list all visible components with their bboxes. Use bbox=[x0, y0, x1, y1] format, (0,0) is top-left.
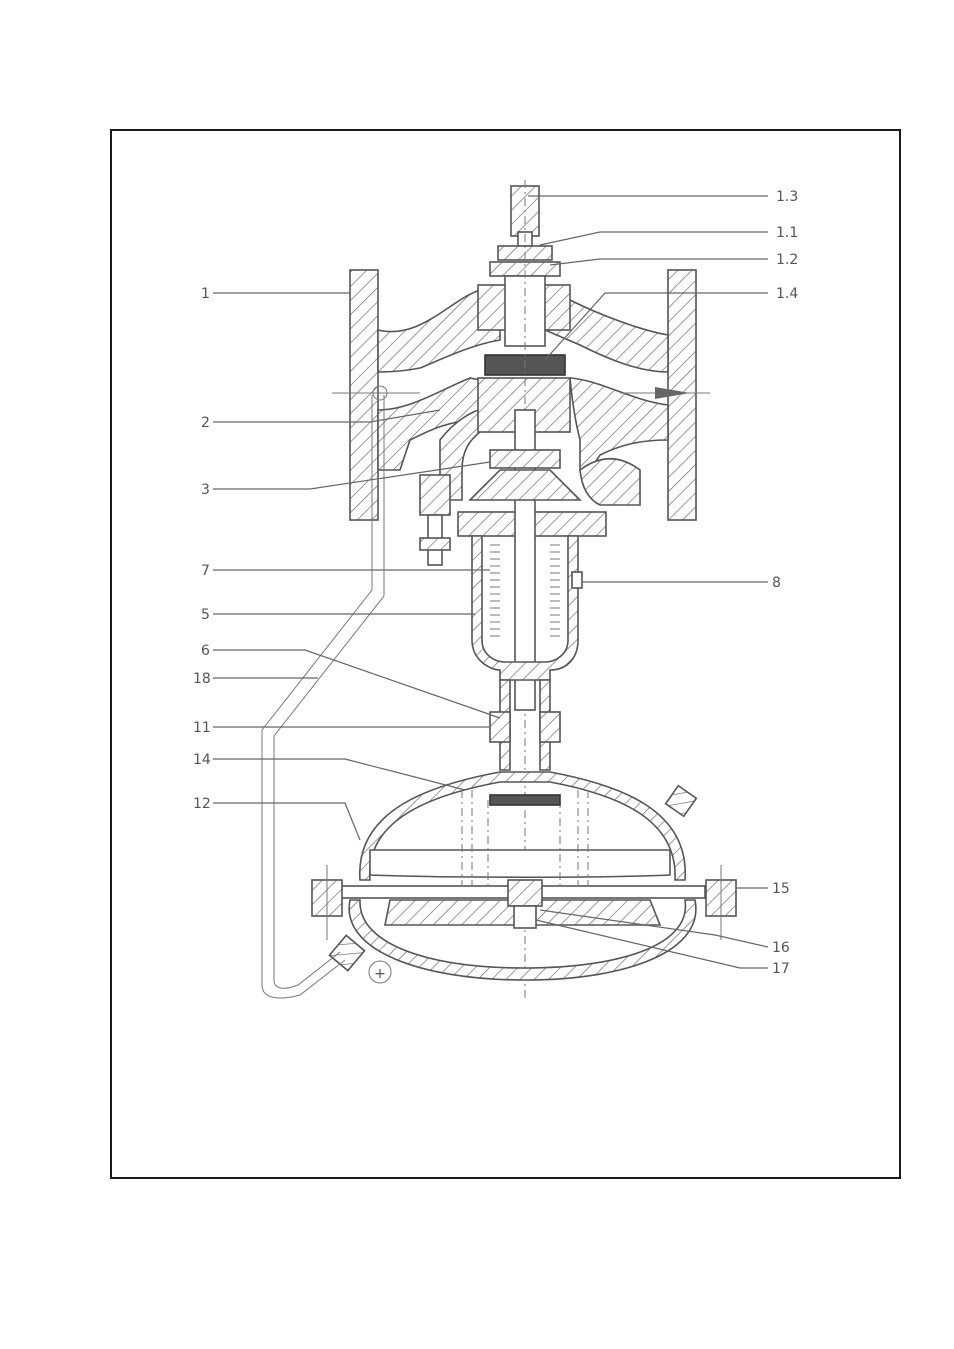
label-1-1: 1.1 bbox=[776, 225, 798, 241]
label-6: 6 bbox=[201, 643, 210, 659]
label-1-2: 1.2 bbox=[776, 252, 798, 268]
label-3: 3 bbox=[201, 482, 210, 498]
label-7: 7 bbox=[201, 563, 210, 579]
label-17: 17 bbox=[772, 961, 790, 977]
label-2: 2 bbox=[201, 415, 210, 431]
label-16: 16 bbox=[772, 940, 790, 956]
label-1-4: 1.4 bbox=[776, 286, 798, 302]
label-15: 15 bbox=[772, 881, 790, 897]
label-14: 14 bbox=[193, 752, 211, 768]
label-8: 8 bbox=[772, 575, 781, 591]
label-18: 18 bbox=[193, 671, 211, 687]
label-1: 1 bbox=[201, 286, 210, 302]
flange-bolt bbox=[420, 475, 450, 565]
label-11: 11 bbox=[193, 720, 211, 736]
label-12: 12 bbox=[193, 796, 211, 812]
diaphragm-actuator: + bbox=[312, 772, 736, 983]
plus-symbol: + bbox=[374, 966, 386, 982]
label-5: 5 bbox=[201, 607, 210, 623]
label-1-3: 1.3 bbox=[776, 189, 798, 205]
